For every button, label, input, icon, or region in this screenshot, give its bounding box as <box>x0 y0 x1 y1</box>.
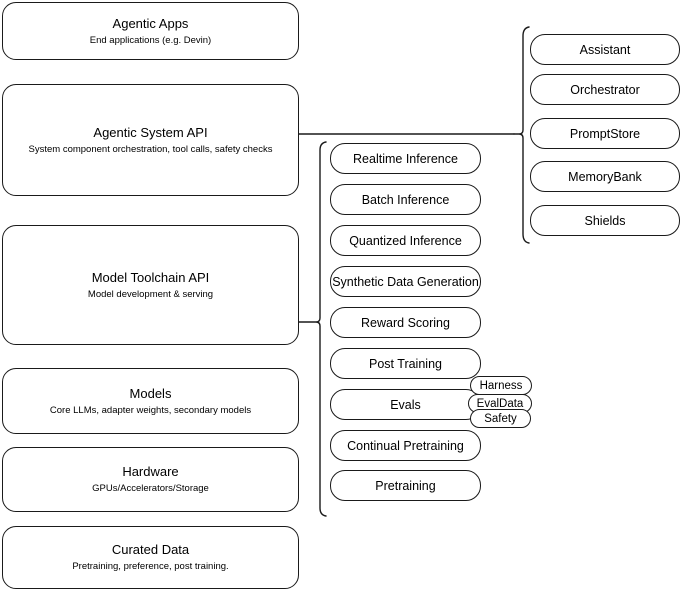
layer-title: Curated Data <box>111 542 190 557</box>
component-label: Synthetic Data Generation <box>332 274 479 289</box>
component-memorybank[interactable]: MemoryBank <box>530 161 680 192</box>
component-label: Continual Pretraining <box>347 438 464 453</box>
component-realtime-inference[interactable]: Realtime Inference <box>330 143 481 174</box>
component-label: Assistant <box>579 42 631 57</box>
layer-subtitle: GPUs/Accelerators/Storage <box>92 483 209 494</box>
component-promptstore[interactable]: PromptStore <box>530 118 680 149</box>
bracket-toolchain-components <box>298 141 327 517</box>
layer-curated-data[interactable]: Curated Data Pretraining, preference, po… <box>2 526 299 589</box>
component-reward-scoring[interactable]: Reward Scoring <box>330 307 481 338</box>
component-label: PromptStore <box>569 126 641 141</box>
component-evals[interactable]: Evals <box>330 389 481 420</box>
layer-subtitle: Pretraining, preference, post training. <box>72 561 229 572</box>
component-shields[interactable]: Shields <box>530 205 680 236</box>
layer-model-toolchain-api[interactable]: Model Toolchain API Model development & … <box>2 225 299 345</box>
layer-title: Model Toolchain API <box>91 269 210 285</box>
component-orchestrator[interactable]: Orchestrator <box>530 74 680 105</box>
component-batch-inference[interactable]: Batch Inference <box>330 184 481 215</box>
component-label: Evals <box>390 397 421 412</box>
layer-title: Agentic Apps <box>112 15 189 31</box>
component-assistant[interactable]: Assistant <box>530 34 680 65</box>
layer-agentic-system-api[interactable]: Agentic System API System component orch… <box>2 84 299 196</box>
evals-subcomponent-label: Harness <box>479 379 523 392</box>
evals-subcomponent-safety[interactable]: Safety <box>470 409 531 428</box>
layer-title: Hardware <box>122 464 179 479</box>
layer-title: Agentic System API <box>93 124 208 140</box>
component-continual-pretraining[interactable]: Continual Pretraining <box>330 430 481 461</box>
evals-subcomponent-harness[interactable]: Harness <box>470 376 532 395</box>
layer-subtitle: System component orchestration, tool cal… <box>28 143 273 155</box>
component-synthetic-data-generation[interactable]: Synthetic Data Generation <box>330 266 481 297</box>
layer-title: Models <box>129 385 172 401</box>
bracket-agentic-components <box>513 26 530 244</box>
layer-subtitle: Core LLMs, adapter weights, secondary mo… <box>49 404 252 416</box>
component-label: Orchestrator <box>570 82 640 97</box>
component-label: Batch Inference <box>361 192 450 207</box>
layer-subtitle: Model development & serving <box>87 288 214 300</box>
component-pretraining[interactable]: Pretraining <box>330 470 481 501</box>
component-label: MemoryBank <box>568 169 642 184</box>
layer-hardware[interactable]: Hardware GPUs/Accelerators/Storage <box>2 447 299 512</box>
evals-subcomponent-label: EvalData <box>476 397 524 410</box>
layer-subtitle: End applications (e.g. Devin) <box>89 34 212 46</box>
layer-models[interactable]: Models Core LLMs, adapter weights, secon… <box>2 368 299 434</box>
component-label: Realtime Inference <box>353 151 458 166</box>
layer-agentic-apps[interactable]: Agentic Apps End applications (e.g. Devi… <box>2 2 299 60</box>
component-post-training[interactable]: Post Training <box>330 348 481 379</box>
component-label: Quantized Inference <box>349 233 462 248</box>
evals-subcomponent-label: Safety <box>484 412 517 425</box>
component-label: Shields <box>584 213 626 228</box>
component-quantized-inference[interactable]: Quantized Inference <box>330 225 481 256</box>
component-label: Reward Scoring <box>361 315 450 330</box>
evals-subcomponent-evaldata[interactable]: EvalData <box>468 394 532 413</box>
component-label: Pretraining <box>375 478 436 493</box>
component-label: Post Training <box>369 356 442 371</box>
